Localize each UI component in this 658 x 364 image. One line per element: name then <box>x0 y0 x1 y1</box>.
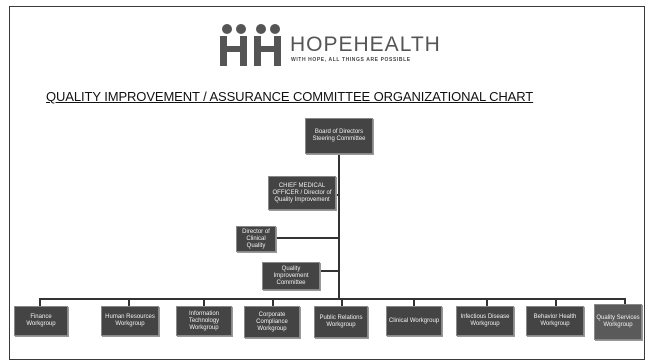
node-finance-workgroup: Finance Workgroup <box>14 306 68 336</box>
connector-drop <box>128 298 130 306</box>
node-clinical-workgroup: Clinical Workgroup <box>386 306 442 336</box>
hopehealth-logo: HOPEHEALTH WITH HOPE, ALL THINGS ARE POS… <box>218 22 448 74</box>
page-frame <box>9 6 645 360</box>
node-infectious-disease-workgroup: Infectious Disease Workgroup <box>456 306 514 336</box>
node-label: Corporate Compliance Workgroup <box>256 311 288 332</box>
node-chief-medical-officer: CHIEF MEDICAL OFFICER / Director of Qual… <box>268 176 336 210</box>
connector-drop <box>624 298 626 306</box>
node-label: Board of Directors Steering Committee <box>312 129 366 142</box>
connector-drop <box>341 298 343 306</box>
connector-workgroup-bus <box>39 298 625 300</box>
node-label: Finance Workgroup <box>26 314 56 327</box>
brand-tagline: WITH HOPE, ALL THINGS ARE POSSIBLE <box>291 57 411 63</box>
connector-qi <box>320 270 339 272</box>
connector-drop <box>39 298 41 306</box>
connector-trunk <box>338 154 340 298</box>
node-label: Infectious Disease Workgroup <box>460 314 510 327</box>
connector-drop <box>272 298 274 306</box>
node-label: Public Relations Workgroup <box>319 315 363 328</box>
hopehealth-logo-mark <box>220 24 281 66</box>
node-label: Quality Improvement Committee <box>273 265 309 286</box>
chart-title: QUALITY IMPROVEMENT / ASSURANCE COMMITTE… <box>46 89 534 104</box>
node-label: CHIEF MEDICAL OFFICER / Director of Qual… <box>272 182 332 203</box>
connector-drop <box>486 298 488 306</box>
node-label: Clinical Workgroup <box>388 317 440 324</box>
node-quality-services-workgroup: Quality Services Workgroup <box>594 304 642 340</box>
connector-director <box>274 237 339 239</box>
node-quality-improvement-committee: Quality Improvement Committee <box>262 262 320 290</box>
node-label: Human Resources Workgroup <box>105 314 155 327</box>
node-label: Quality Services Workgroup <box>596 315 640 328</box>
connector-drop <box>203 298 205 306</box>
node-label: Information Technology Workgroup <box>188 310 220 331</box>
node-behavior-health-workgroup: Behavior Health Workgroup <box>526 306 584 336</box>
brand-name: HOPEHEALTH <box>290 33 441 56</box>
node-label: Behavior Health Workgroup <box>533 314 577 327</box>
connector-drop <box>413 298 415 306</box>
node-information-technology-workgroup: Information Technology Workgroup <box>176 306 232 336</box>
connector-drop <box>555 298 557 306</box>
node-director-clinical-quality: Director of Clinical Quality <box>236 226 276 252</box>
node-human-resources-workgroup: Human Resources Workgroup <box>101 306 159 336</box>
node-board-steering-committee: Board of Directors Steering Committee <box>305 118 373 154</box>
node-corporate-compliance-workgroup: Corporate Compliance Workgroup <box>244 306 300 338</box>
node-label: Director of Clinical Quality <box>242 228 270 249</box>
node-public-relations-workgroup: Public Relations Workgroup <box>314 306 368 338</box>
